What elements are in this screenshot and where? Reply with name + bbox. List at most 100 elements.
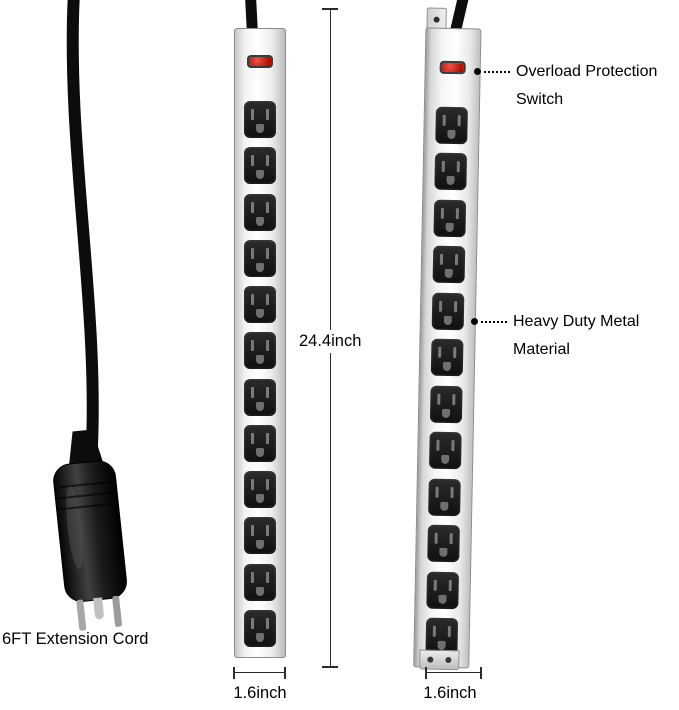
outlet-slot xyxy=(452,393,456,405)
callout-leader-line xyxy=(484,71,510,73)
plug-prong-left xyxy=(76,599,87,631)
outlet-slot xyxy=(251,340,254,352)
outlet-slot xyxy=(436,439,440,451)
outlet-ground-hole xyxy=(441,455,450,465)
plug-prong-right xyxy=(112,595,122,627)
outlet-slot xyxy=(438,347,442,359)
power-outlet xyxy=(433,199,467,238)
outlet-ground-hole xyxy=(439,547,448,558)
power-outlet xyxy=(244,378,276,416)
mounting-keyhole xyxy=(433,16,440,23)
overload-protection-switch xyxy=(247,55,273,68)
power-outlet xyxy=(244,609,276,647)
outlet-slot xyxy=(454,300,458,312)
power-cord xyxy=(66,0,99,451)
outlet-slot xyxy=(447,625,451,638)
outlet-slot xyxy=(449,533,453,545)
callout-dot xyxy=(474,68,481,75)
power-outlet xyxy=(430,338,464,377)
power-strip-front-view xyxy=(234,0,286,660)
outlet-ground-hole xyxy=(437,640,446,650)
outlet-ground-hole xyxy=(438,594,447,604)
outlet-slot xyxy=(266,340,269,352)
dimension-tick xyxy=(425,667,427,679)
length-dimension-label: 24.4inch xyxy=(295,330,366,353)
outlet-slot xyxy=(439,300,443,312)
outlet-slot xyxy=(266,155,269,167)
outlet-slot xyxy=(450,486,454,498)
outlet-slot xyxy=(266,617,269,629)
dimension-line xyxy=(233,672,286,673)
power-outlet xyxy=(244,332,276,370)
outlet-slot xyxy=(266,525,269,537)
outlet-slot xyxy=(266,479,269,491)
outlet-slot xyxy=(266,201,269,213)
outlet-slot xyxy=(251,432,254,444)
outlet-slot xyxy=(439,254,444,266)
power-outlet xyxy=(244,193,276,231)
outlet-slot xyxy=(251,617,254,629)
outlet-slot xyxy=(251,155,254,167)
outlet-ground-hole xyxy=(256,632,264,642)
power-outlet xyxy=(429,385,463,423)
plug-ground-pin xyxy=(93,597,104,620)
outlet-ground-hole xyxy=(445,222,454,232)
plug-svg xyxy=(53,0,127,631)
outlet-ground-hole xyxy=(256,309,264,319)
power-outlet xyxy=(244,101,276,138)
outlet-ground-hole xyxy=(446,176,455,186)
outlet-ground-hole xyxy=(442,362,452,372)
outlet-slot xyxy=(266,247,269,259)
outlet-slot xyxy=(442,114,446,126)
outlet-slot xyxy=(266,109,269,120)
outlet-slot xyxy=(441,161,445,173)
dimension-line xyxy=(425,672,482,673)
power-outlet xyxy=(432,246,466,284)
plug-neck xyxy=(68,429,105,471)
outlet-slot xyxy=(456,161,460,173)
power-outlet xyxy=(244,286,276,324)
plug-body xyxy=(53,460,127,602)
outlet-ground-hole xyxy=(440,501,449,511)
outlet-slot xyxy=(434,532,438,544)
outlet-slot xyxy=(251,386,254,398)
callout-dot xyxy=(471,318,478,325)
outlet-ground-hole xyxy=(256,401,264,411)
outlet-slot xyxy=(251,109,254,120)
outlet-slot xyxy=(435,486,439,498)
side-width-dimension-line xyxy=(425,667,482,679)
power-outlet xyxy=(244,147,276,185)
outlet-ground-hole xyxy=(447,129,456,140)
outlet-column xyxy=(235,101,285,647)
power-outlet xyxy=(244,239,276,277)
outlet-slot xyxy=(251,294,254,306)
outlet-ground-hole xyxy=(441,408,451,418)
callout-leader-line xyxy=(481,321,507,323)
dimension-tick xyxy=(233,667,235,679)
outlet-slot xyxy=(451,440,455,452)
outlet-slot xyxy=(251,525,254,537)
front-width-dimension-line xyxy=(233,667,286,679)
metal-material-callout: Heavy Duty Metal Material xyxy=(471,308,663,364)
overload-switch-callout-text: Overload Protection Switch xyxy=(516,63,658,108)
power-outlet xyxy=(244,471,276,509)
outlet-slot xyxy=(251,247,254,259)
overload-switch-callout: Overload Protection Switch xyxy=(474,58,679,114)
power-outlet xyxy=(244,424,276,462)
power-outlet xyxy=(426,571,460,609)
outlet-ground-hole xyxy=(444,269,453,279)
overload-protection-switch xyxy=(439,60,466,75)
outlet-slot xyxy=(266,294,269,306)
outlet-ground-hole xyxy=(256,447,264,457)
outlet-ground-hole xyxy=(256,262,264,272)
outlet-ground-hole xyxy=(256,170,264,180)
outlet-slot xyxy=(266,571,269,583)
power-outlet xyxy=(435,106,468,145)
outlet-slot xyxy=(251,479,254,491)
outlet-slot xyxy=(454,254,459,266)
outlet-ground-hole xyxy=(256,124,264,133)
outlet-slot xyxy=(251,201,254,213)
outlet-slot xyxy=(266,432,269,444)
metal-material-callout-text: Heavy Duty Metal Material xyxy=(513,313,640,358)
